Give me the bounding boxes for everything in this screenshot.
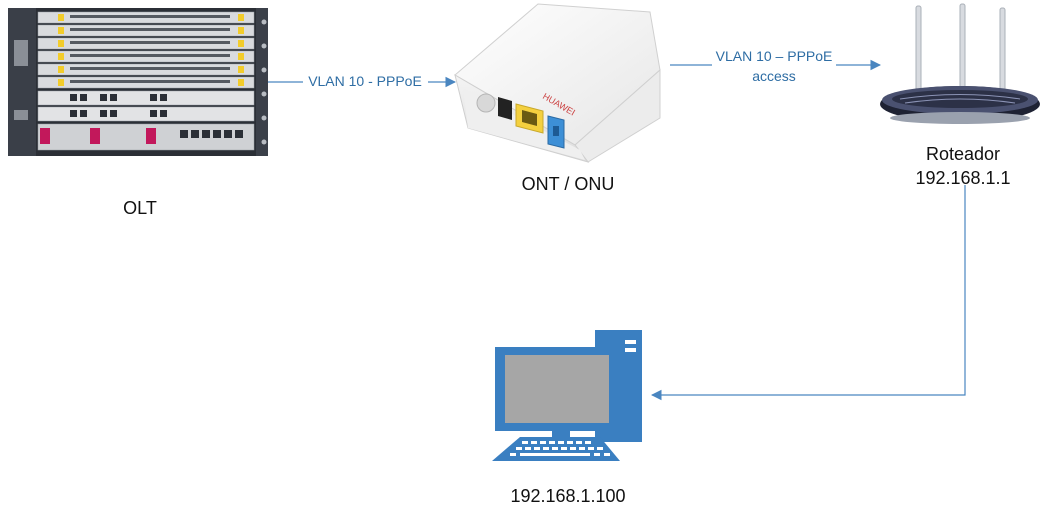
router-label-block: Roteador 192.168.1.1 bbox=[893, 142, 1033, 190]
link-router-to-pc bbox=[650, 185, 966, 401]
link-ont-to-router-label-line1: VLAN 10 – PPPoE bbox=[715, 48, 833, 64]
olt-label: OLT bbox=[123, 198, 157, 218]
link-olt-to-ont-label: VLAN 10 - PPPoE bbox=[308, 73, 422, 89]
link-ont-to-router-label-line2: access bbox=[752, 68, 796, 84]
link-ont-to-router-label: VLAN 10 – PPPoE access bbox=[704, 46, 844, 86]
router-ip: 192.168.1.1 bbox=[915, 168, 1011, 188]
pc-ip: 192.168.1.100 bbox=[510, 486, 626, 506]
ont-device-icon bbox=[454, 3, 661, 163]
router-label: Roteador bbox=[925, 144, 1001, 164]
pc-icon bbox=[492, 330, 642, 461]
olt-chassis-icon bbox=[8, 8, 268, 156]
ont-label: ONT / ONU bbox=[521, 174, 615, 194]
router-icon bbox=[880, 3, 1040, 124]
